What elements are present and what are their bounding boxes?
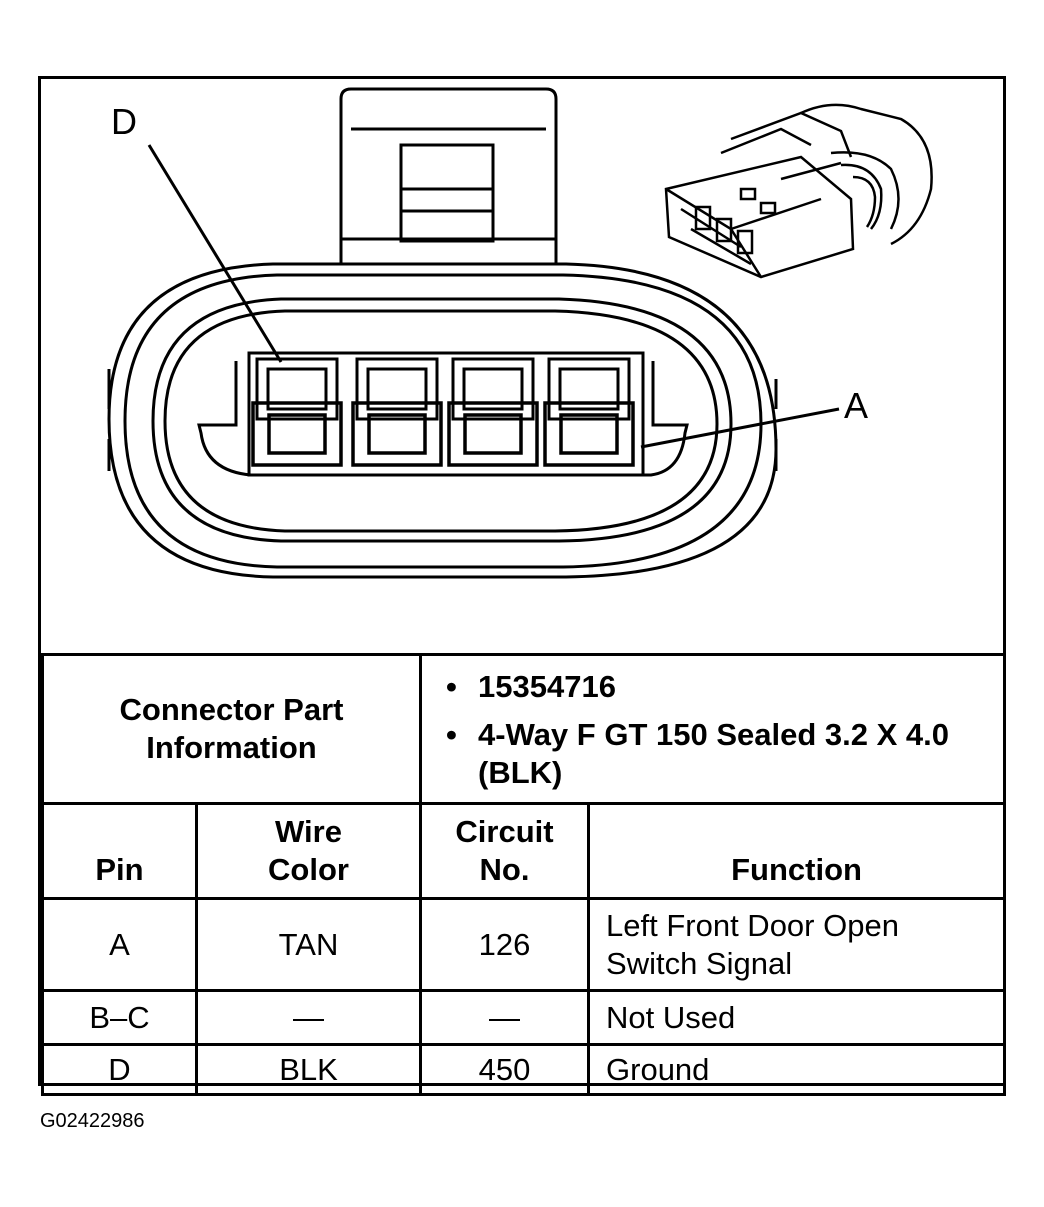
cell-function-line2: Switch Signal: [606, 945, 793, 981]
cell-wire-color: BLK: [194, 1043, 423, 1096]
connector-housing: [107, 262, 778, 579]
cell-circuit: —: [419, 989, 591, 1046]
cell-function-line1: Left Front Door Open: [606, 907, 899, 943]
connector-info-label: Connector Part Information: [40, 653, 423, 805]
header-circuit-no: Circuit No.: [419, 802, 591, 900]
connector-pinout-table: Connector Part Information 15354716 4-Wa…: [40, 653, 1007, 1096]
cell-function: Left Front Door Open Switch Signal: [587, 897, 1007, 992]
cell-wire-color: TAN: [194, 897, 423, 992]
callout-pin-a: A: [844, 385, 869, 426]
connector-info-label-line2: Information: [146, 730, 317, 765]
header-wire-color-line2: Color: [268, 852, 349, 887]
cell-wire-color: —: [194, 989, 423, 1046]
cell-function: Ground: [587, 1043, 1007, 1096]
header-wire-color: Wire Color: [194, 802, 423, 900]
header-wire-color-line1: Wire: [275, 814, 342, 849]
header-circuit-line2: No.: [479, 852, 530, 887]
callout-d-leader: [147, 144, 283, 363]
connector-info-values: 15354716 4-Way F GT 150 Sealed 3.2 X 4.0…: [419, 653, 1007, 805]
cell-pin: A: [41, 897, 198, 992]
connector-end-view-drawing: [107, 87, 933, 579]
table-row: B–C — — Not Used: [41, 989, 1007, 1046]
connector-perspective-view: [664, 103, 933, 279]
callout-a-leader: [640, 407, 840, 449]
figure-id: G02422986: [40, 1110, 145, 1132]
lower-terminal-row: [251, 401, 635, 467]
cell-circuit: 126: [419, 897, 591, 992]
cell-function: Not Used: [587, 989, 1007, 1046]
locking-tab: [339, 87, 558, 265]
connector-info-label-line1: Connector Part: [119, 692, 344, 727]
table-row: A TAN 126 Left Front Door Open Switch Si…: [41, 897, 1007, 992]
cell-pin: B–C: [41, 989, 198, 1046]
connector-part-number: 15354716: [446, 668, 1003, 706]
cell-circuit: 450: [419, 1043, 591, 1096]
connector-figure: D A Connector Part Information 15354716 …: [38, 76, 1007, 1096]
header-row: Pin Wire Color Circuit No. Function: [41, 802, 1007, 900]
callout-pin-d: D: [111, 101, 137, 142]
cell-pin: D: [41, 1043, 198, 1096]
header-function-text: Function: [731, 852, 862, 887]
header-pin-text: Pin: [95, 852, 144, 887]
header-circuit-line1: Circuit: [455, 814, 554, 849]
header-function: Function: [587, 802, 1007, 900]
table-row: D BLK 450 Ground: [41, 1043, 1007, 1096]
connector-description: 4-Way F GT 150 Sealed 3.2 X 4.0 (BLK): [446, 716, 1003, 792]
header-pin: Pin: [41, 802, 198, 900]
connector-info-row: Connector Part Information 15354716 4-Wa…: [40, 653, 1007, 805]
upper-terminal-row: [255, 357, 631, 421]
